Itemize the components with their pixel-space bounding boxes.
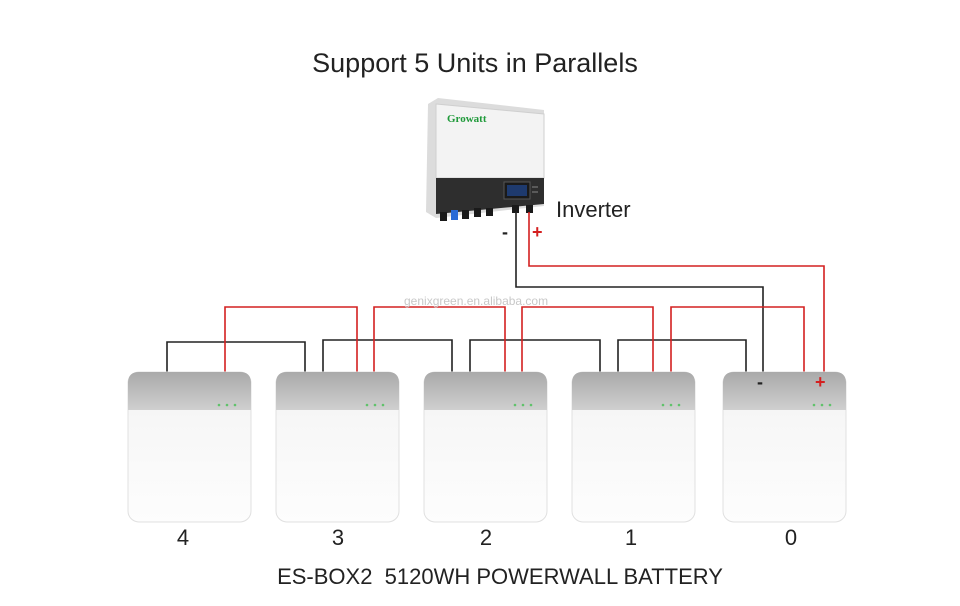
battery-number-0: 0 (784, 525, 798, 550)
battery-number-1: 1 (624, 525, 638, 550)
battery-number-4: 4 (176, 525, 190, 550)
watermark: genixgreen.en.alibaba.com (404, 294, 549, 308)
battery-number-3: 3 (331, 525, 345, 550)
negative-wire-main (515, 212, 764, 372)
battery-unit-4 (127, 371, 252, 523)
inverter-brand-logo: Growatt (447, 113, 487, 125)
battery-unit-3 (275, 371, 400, 523)
inverter-positive-terminal-label: + (532, 222, 543, 242)
negative-link-wires (166, 339, 747, 372)
inverter-label: Inverter (556, 197, 631, 222)
inverter: Growatt (426, 98, 545, 221)
battery-model-caption: ES-BOX2 5120WH POWERWALL BATTERY (277, 564, 723, 589)
inverter-negative-terminal-label: - (502, 222, 508, 242)
battery-unit-0 (722, 371, 847, 523)
positive-wire-main (528, 212, 825, 372)
inverter-connectors (440, 205, 533, 221)
battery-0-positive-label: + (815, 372, 826, 392)
diagram-title: Support 5 Units in Parallels (312, 48, 638, 78)
battery-number-2: 2 (479, 525, 493, 550)
positive-link-wires (224, 306, 805, 372)
battery-unit-2 (423, 371, 548, 523)
battery-unit-1 (571, 371, 696, 523)
battery-0-negative-label: - (757, 372, 763, 392)
